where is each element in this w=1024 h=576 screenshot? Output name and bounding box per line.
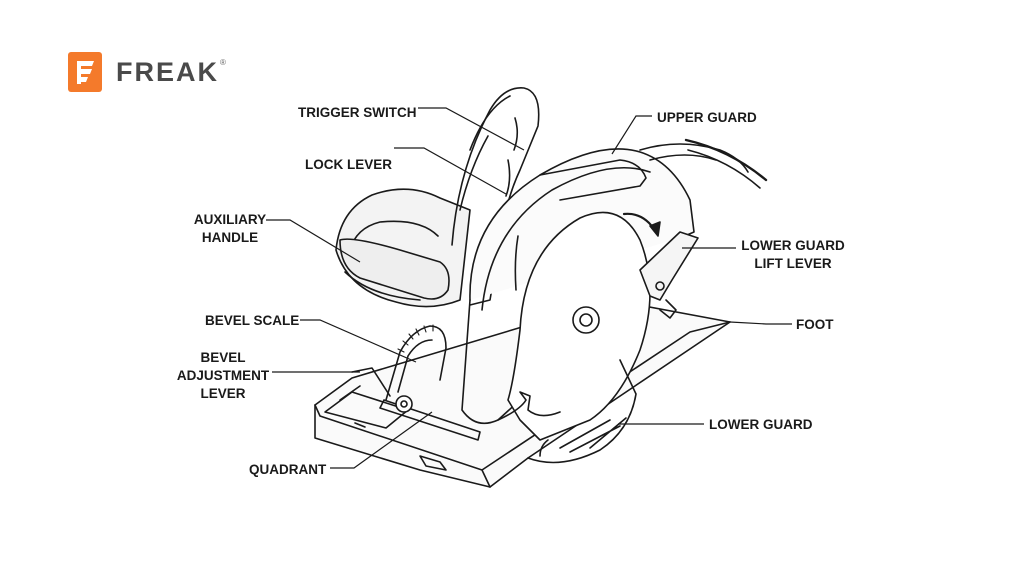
registered-mark: ® [220,57,226,67]
label-auxiliary-handle-line2: HANDLE [201,230,259,245]
label-trigger-switch: TRIGGER SWITCH [298,105,417,120]
label-bevel-line3: LEVER [200,386,246,401]
label-lower-guard-lift-lever: LOWER GUARD LIFT LEVER [738,237,848,273]
blade-face [497,211,651,441]
auxiliary-knob [339,238,450,300]
label-lift-lever-line2: LIFT LEVER [754,256,832,271]
power-cord [684,138,768,189]
label-foot: FOOT [796,317,834,332]
label-lower-guard: LOWER GUARD [709,417,813,432]
quadrant-shape [379,325,481,441]
label-lock-lever: LOCK LEVER [305,157,393,172]
bevel-scale-ticks [397,324,434,353]
label-bevel-line1: BEVEL [200,350,246,365]
brand-logo: FREAK ® [68,52,226,92]
label-quadrant: QUADRANT [249,462,327,477]
brand-name: FREAK [116,56,219,87]
label-bevel-scale: BEVEL SCALE [205,313,300,328]
label-bevel-adjustment-lever: BEVEL ADJUSTMENT LEVER [170,349,276,403]
label-lift-lever-line1: LOWER GUARD [741,238,845,253]
main-handle [451,87,540,306]
lift-lever-shape [639,231,699,319]
bevel-knob-shape [351,367,413,413]
lower-guard-shape [527,359,637,464]
label-bevel-line2: ADJUSTMENT [176,368,270,383]
leader-lines [266,107,792,469]
label-auxiliary-handle: AUXILIARY HANDLE [188,211,272,247]
freak-logo-icon [68,52,102,92]
label-upper-guard: UPPER GUARD [657,110,757,125]
label-auxiliary-handle-line1: AUXILIARY [193,212,267,227]
rotation-arrow [622,212,661,237]
